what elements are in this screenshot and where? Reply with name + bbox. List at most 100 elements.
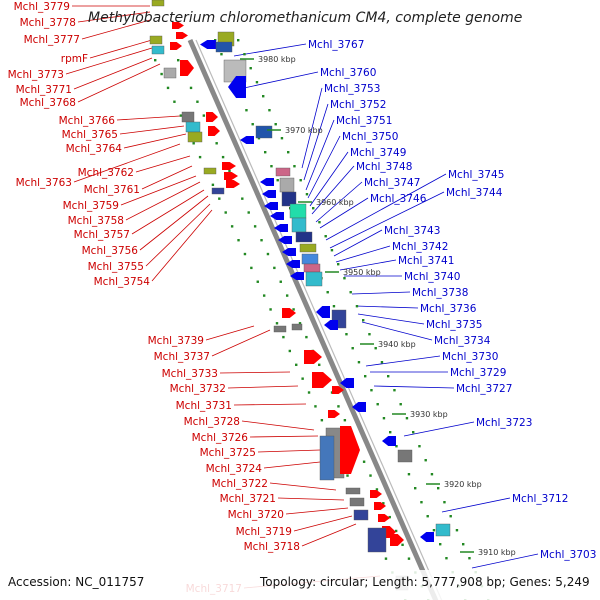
tick-dot: [387, 375, 390, 378]
forward-gene-label: Mchl_3756: [82, 245, 139, 257]
scale-label: 3930 kbp: [410, 410, 448, 419]
forward-gene-label: Mchl_3737: [154, 351, 210, 363]
reverse-gene-arrow: [420, 532, 434, 542]
accession-text: Accession: NC_011757: [8, 575, 144, 589]
forward-gene-label: Mchl_3720: [228, 509, 284, 521]
label-connector: [116, 115, 181, 121]
tick-dot: [345, 333, 348, 336]
tick-dot: [285, 294, 289, 297]
forward-gene-label: Mchl_3761: [84, 184, 140, 196]
reverse-gene-label: Mchl_3747: [364, 177, 420, 189]
label-connector: [373, 385, 455, 389]
tick-dot: [262, 95, 265, 98]
tick-dot: [405, 417, 409, 420]
reverse-gene-arrow: [286, 260, 300, 268]
tick-dot: [401, 543, 404, 547]
label-connector: [120, 175, 197, 206]
tick-dot: [412, 431, 415, 434]
reverse-gene-label: Mchl_3712: [512, 493, 568, 505]
label-connector: [141, 165, 193, 190]
forward-gene-label: Mchl_3721: [220, 493, 276, 505]
tick-dot: [364, 375, 367, 378]
reverse-gene-arrow: [270, 212, 284, 220]
reverse-gene-arrow: [324, 320, 338, 330]
reverse-gene-label: Mchl_3767: [308, 39, 364, 51]
gene-block: [291, 323, 303, 331]
forward-gene-arrow: [340, 426, 360, 474]
reverse-gene-arrow: [382, 436, 396, 446]
tick-dot: [407, 557, 411, 560]
reverse-gene-label: Mchl_3736: [420, 303, 477, 315]
forward-gene-arrow: [378, 514, 390, 522]
reverse-gene-label: Mchl_3750: [342, 131, 398, 143]
forward-gene-label: Mchl_3733: [162, 368, 218, 380]
label-connector: [441, 497, 511, 513]
tick-dot: [249, 67, 252, 70]
reverse-gene-arrow: [316, 306, 330, 318]
reverse-gene-label: Mchl_3760: [320, 67, 376, 79]
reverse-gene-arrow: [262, 190, 276, 198]
gene-block: [305, 271, 323, 287]
map-title: Methylobacterium chloromethanicum CM4, c…: [88, 10, 522, 26]
forward-gene-label: Mchl_3762: [78, 167, 134, 179]
tick-dot: [320, 419, 324, 422]
forward-gene-label: Mchl_3765: [62, 129, 118, 141]
forward-gene-label: Mchl_3766: [59, 115, 116, 127]
label-connector: [319, 197, 369, 229]
tick-dot: [384, 557, 388, 560]
genome-backbone: [187, 38, 443, 600]
gene-block: [187, 131, 203, 143]
label-connector: [211, 329, 271, 357]
tick-dot: [260, 239, 263, 242]
label-connector: [403, 421, 475, 437]
forward-gene-label: Mchl_3724: [206, 463, 263, 475]
tick-dot: [198, 155, 202, 159]
gene-block: [435, 523, 451, 537]
scale-label: 3910 kbp: [478, 548, 516, 557]
tick-dot: [351, 347, 354, 350]
forward-gene-label: rpmF: [61, 53, 88, 65]
scale-label: 3980 kbp: [258, 55, 296, 64]
tick-dot: [362, 460, 366, 463]
gene-block: [295, 231, 313, 243]
tick-dot: [382, 502, 385, 505]
tick-dot: [228, 169, 231, 173]
reverse-gene-arrow: [274, 224, 288, 232]
tick-dot: [221, 155, 225, 159]
label-connector: [277, 497, 345, 501]
tick-dot: [382, 417, 386, 420]
label-connector: [333, 229, 383, 257]
reverse-gene-label: Mchl_3743: [384, 225, 440, 237]
tick-dot: [380, 361, 384, 364]
gene-block: [203, 167, 217, 175]
tick-dot: [230, 225, 234, 228]
backbone-line: [187, 38, 439, 600]
forward-gene-arrow: [206, 112, 218, 122]
tick-dot: [349, 291, 352, 294]
forward-gene-label: Mchl_3719: [236, 526, 292, 538]
tick-dot: [196, 100, 199, 103]
reverse-gene-label: Mchl_3753: [324, 83, 380, 95]
reverse-gene-label: Mchl_3729: [450, 367, 506, 379]
tick-dot: [343, 419, 347, 422]
reverse-gene-arrow: [228, 76, 246, 98]
forward-gene-label: Mchl_3754: [94, 276, 151, 288]
forward-gene-arrow: [222, 162, 236, 170]
forward-gene-label: Mchl_3731: [176, 400, 232, 412]
reverse-gene-label: Mchl_3734: [434, 335, 491, 347]
scale-label: 3960 kbp: [316, 198, 354, 207]
reverse-gene-label: Mchl_3723: [476, 417, 532, 429]
reverse-gene-arrow: [240, 136, 254, 144]
tick-dot: [314, 405, 317, 408]
forward-gene-label: Mchl_3739: [148, 335, 204, 347]
tick-dot: [445, 557, 448, 560]
forward-gene-label: Mchl_3763: [16, 177, 72, 189]
gene-block: [299, 243, 317, 253]
tick-dot: [376, 403, 379, 406]
forward-gene-arrow: [208, 126, 220, 136]
label-connector: [335, 245, 391, 263]
reverse-gene-arrow: [282, 248, 296, 256]
reverse-gene-label: Mchl_3740: [404, 271, 460, 283]
tick-dot: [275, 322, 279, 325]
